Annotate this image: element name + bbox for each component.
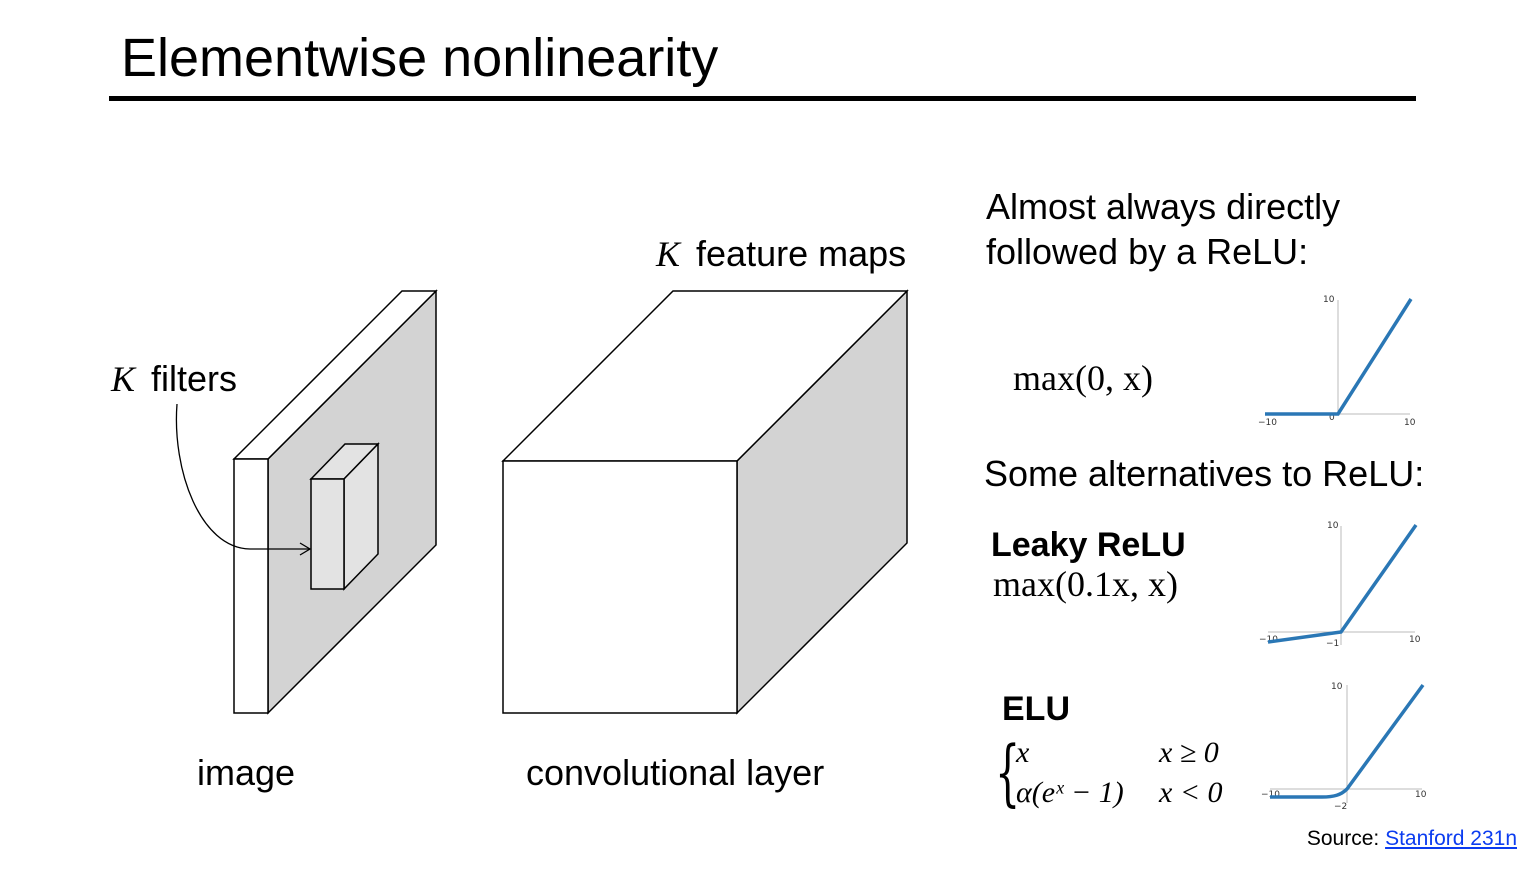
k-symbol: K: [111, 359, 136, 399]
elu-curve: [1270, 683, 1425, 799]
k-feature-maps-label: K feature maps: [656, 233, 907, 275]
relu-tick-origin: 0: [1329, 413, 1335, 423]
slide-title: Elementwise nonlinearity: [121, 28, 719, 88]
filters-arrowhead: [299, 542, 312, 556]
image-label: image: [197, 752, 296, 793]
title-underline: [109, 96, 1416, 101]
relu-tick-xmax: 10: [1404, 418, 1416, 428]
elu-tick-ymin: −2: [1334, 802, 1347, 810]
elu-tick-xmax: 10: [1415, 790, 1427, 800]
filter-front: [310, 478, 345, 590]
elu-case-1-cond: x ≥ 0: [1159, 736, 1219, 769]
elu-tick-ymax: 10: [1331, 682, 1343, 692]
elu-tick-xmin: −10: [1261, 790, 1280, 800]
elu-case-1-expr: x: [1016, 736, 1030, 769]
conv-box-front: [502, 460, 738, 714]
relu-plot: 10 −10 0 10: [1258, 295, 1416, 428]
alternatives-heading: Some alternatives to ReLU:: [984, 453, 1425, 494]
filters-text: filters: [151, 358, 238, 399]
conv-layer-label: convolutional layer: [526, 752, 825, 793]
relu-tick-xmin: −10: [1258, 418, 1277, 428]
relu-tick-ymax: 10: [1323, 295, 1335, 305]
leaky-relu-formula: max(0.1x, x): [993, 564, 1178, 604]
source-link[interactable]: Stanford 231n: [1385, 827, 1517, 850]
relu-intro-line-1: Almost always directly: [986, 186, 1341, 227]
relu-intro-line-2: followed by a ReLU:: [986, 231, 1309, 272]
source-credit: Source: Stanford 231n: [1307, 826, 1517, 852]
leaky-tick-xmax: 10: [1409, 635, 1421, 645]
relu-formula: max(0, x): [1013, 358, 1153, 398]
leaky-tick-ymax: 10: [1327, 521, 1339, 531]
leaky-relu-heading: Leaky ReLU: [991, 526, 1186, 564]
relu-curve: [1265, 298, 1413, 416]
elu-case-2-expr: α(eˣ − 1): [1016, 776, 1124, 809]
leaky-relu-curve: [1267, 523, 1418, 644]
k-filters-label: K filters: [111, 358, 238, 400]
filters-arrow: [175, 403, 310, 550]
leaky-tick-xmin: −10: [1259, 635, 1278, 645]
k-symbol: K: [656, 234, 681, 274]
elu-plot: 10 −10 −2 10: [1261, 682, 1427, 810]
image-slab-front: [233, 458, 269, 714]
elu-case-2-cond: x < 0: [1159, 776, 1223, 809]
leaky-relu-plot: 10 −10 −1 10: [1259, 521, 1421, 648]
elu-heading: ELU: [1002, 690, 1070, 728]
feature-maps-text: feature maps: [696, 233, 907, 274]
leaky-tick-ymin: −1: [1326, 639, 1339, 648]
source-prefix: Source:: [1306, 827, 1386, 850]
elu-brace: {: [995, 730, 1021, 814]
